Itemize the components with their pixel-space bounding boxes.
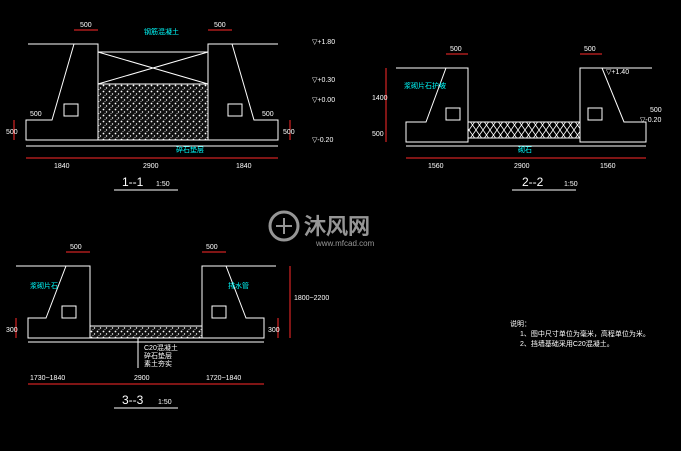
dim-h-left-2: 500: [6, 129, 18, 136]
section-3-3: [16, 265, 276, 368]
elev-note: ▽+1.40: [606, 69, 629, 76]
notes-heading: 说明：: [510, 319, 531, 328]
section-title: 3--3: [122, 393, 144, 407]
dim-bottom-3: 1840: [236, 163, 252, 170]
dim-h-left: 500: [30, 111, 42, 118]
leader-text: 砌石: [518, 146, 532, 154]
section-title: 1--1: [122, 175, 144, 189]
left-retaining-wall: [27, 265, 91, 339]
dim-top-right: 500: [206, 244, 218, 251]
leader-text: 碎石垫层: [176, 145, 204, 154]
dim-bottom-3: 1560: [600, 163, 616, 170]
watermark-logo-icon: [268, 210, 300, 242]
dim-bottom-2: 2900: [514, 163, 530, 170]
drain-pipe: [587, 107, 603, 121]
drain-pipe: [227, 103, 243, 117]
watermark-logo-cross: [276, 218, 292, 234]
dim-h-left: 1400: [372, 95, 388, 102]
elev-note: ▽+1.80: [312, 39, 335, 46]
elev-note: ▽+0.00: [312, 97, 335, 104]
leader-text: 浆砌片石护坡: [404, 81, 446, 90]
dim-top-left: 500: [70, 244, 82, 251]
section-scale: 1:50: [564, 181, 578, 188]
notes-block: 说明： 1、图中尺寸单位为毫米，高程单位为米。 2、挡墙基础采用C20混凝土。: [510, 319, 650, 348]
dim-top-left: 500: [450, 46, 462, 53]
dim-h-right-2: 500: [283, 129, 295, 136]
brace-line: [97, 51, 209, 85]
layer-label: C20混凝土: [144, 343, 178, 352]
watermark: 沐风网 www.mfcad.com: [268, 210, 375, 248]
gravel-fill: [97, 83, 209, 141]
notes-item: 1、图中尺寸单位为毫米，高程单位为米。: [520, 329, 650, 338]
watermark-brand: 沐风网: [304, 214, 370, 239]
layer-label: 素土夯实: [144, 359, 172, 368]
left-retaining-wall: [25, 43, 99, 141]
dim-h-right: 500: [650, 107, 662, 114]
section-3-3-dimensions: [15, 251, 291, 385]
dim-top-right: 500: [584, 46, 596, 53]
leader-text: 排水管: [228, 281, 249, 290]
dim-top-right: 500: [214, 22, 226, 29]
dim-h-left: 300: [6, 327, 18, 334]
elev-note: ▽+0.30: [312, 77, 335, 84]
drain-pipe: [61, 305, 77, 319]
section-2-2: [396, 67, 652, 147]
dim-bottom-3: 1720~1840: [206, 375, 241, 382]
section-scale: 1:50: [158, 399, 172, 406]
section-1-1: [25, 43, 279, 147]
dim-bottom-2: 2900: [134, 375, 150, 382]
dim-bottom-1: 1840: [54, 163, 70, 170]
dim-h-right-2: 1800~2200: [294, 295, 329, 302]
dim-bottom-1: 1730~1840: [30, 375, 65, 382]
section-2-2-dimensions: [385, 53, 646, 159]
section-scale: 1:50: [156, 181, 170, 188]
elev-note: ▽-0.20: [640, 117, 661, 124]
drain-pipe: [63, 103, 79, 117]
layer-label: 碎石垫层: [144, 351, 172, 360]
leader-text: 钢筋混凝土: [144, 27, 179, 36]
section-1-1-dimensions: [13, 29, 291, 159]
elev-note: ▽-0.20: [312, 137, 333, 144]
right-retaining-wall: [579, 67, 647, 143]
dim-bottom-2: 2900: [143, 163, 159, 170]
right-retaining-wall: [201, 265, 265, 339]
section-title: 2--2: [522, 175, 544, 189]
bottom-layer: [89, 325, 203, 339]
dim-bottom-1: 1560: [428, 163, 444, 170]
left-retaining-wall: [405, 67, 469, 143]
leader-text: 浆砌片石: [30, 281, 58, 290]
dim-h-right: 500: [262, 111, 274, 118]
notes-item: 2、挡墙基础采用C20混凝土。: [520, 339, 614, 348]
drain-pipe: [445, 107, 461, 121]
paved-bottom: [467, 121, 581, 139]
dim-h-left-2: 500: [372, 131, 384, 138]
dim-top-left: 500: [80, 22, 92, 29]
dim-h-right: 300: [268, 327, 280, 334]
watermark-url: www.mfcad.com: [315, 239, 375, 248]
right-retaining-wall: [207, 43, 279, 141]
drain-pipe: [211, 305, 227, 319]
